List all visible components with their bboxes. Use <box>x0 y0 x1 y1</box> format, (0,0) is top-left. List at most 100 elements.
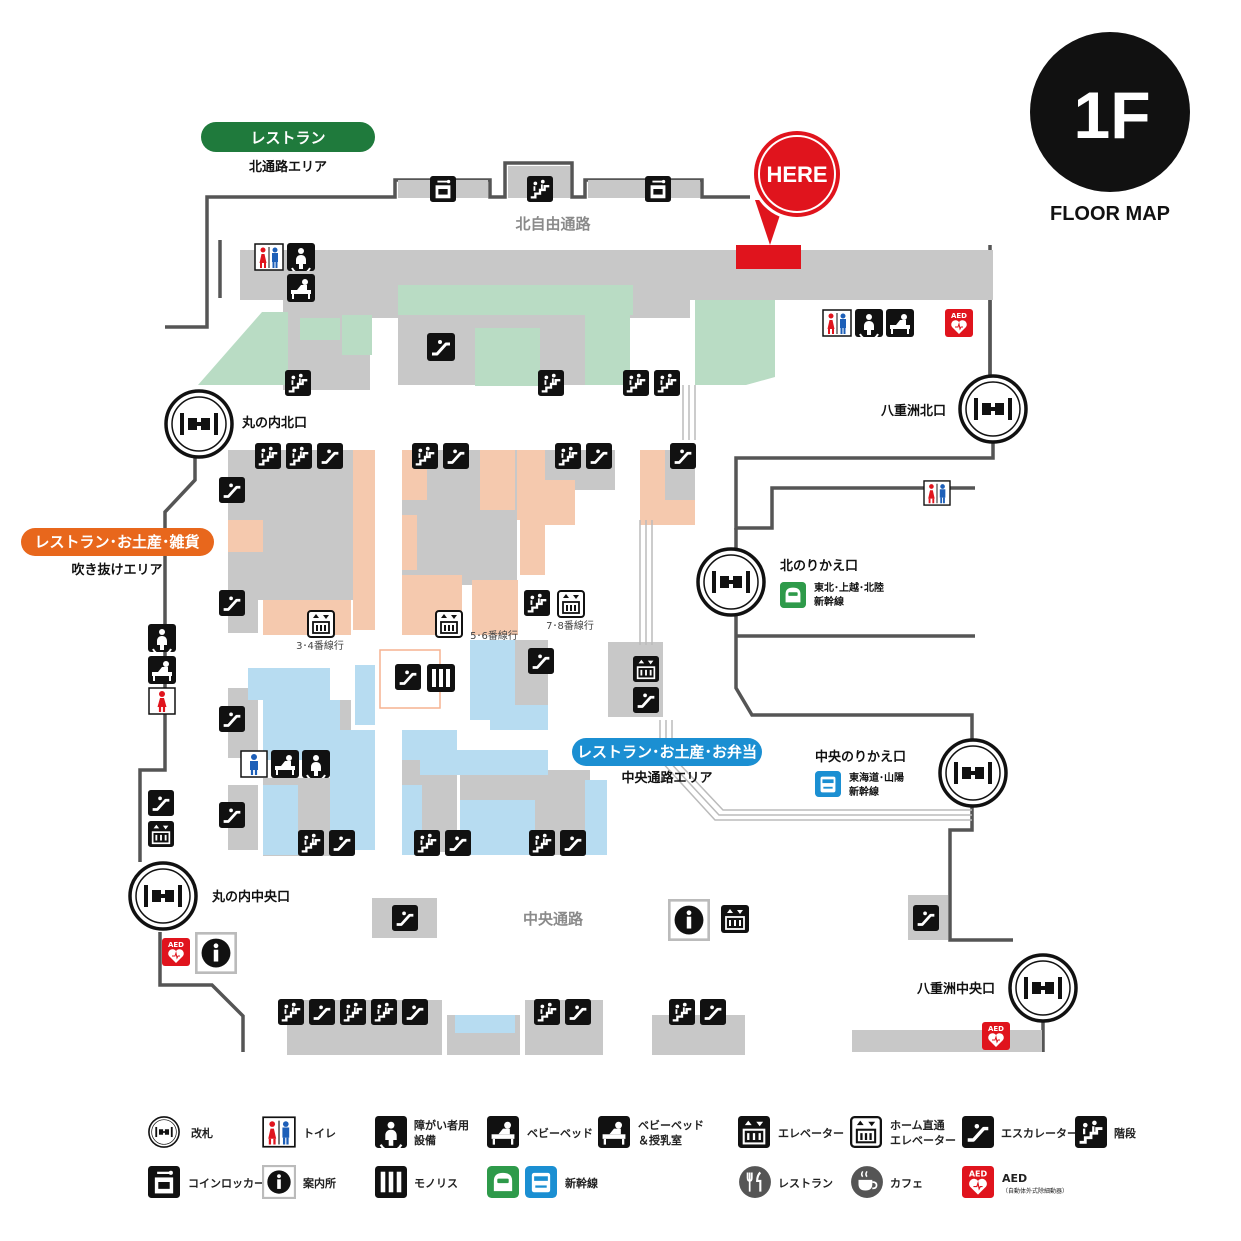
escalator-icon[interactable] <box>586 443 612 469</box>
legend-item: 障がい者用 設備 <box>375 1116 469 1148</box>
escalator-icon[interactable] <box>565 999 591 1025</box>
coin-locker-icon[interactable] <box>645 176 671 202</box>
shinkansen-icon <box>487 1166 519 1198</box>
platform-elevator-icon[interactable] <box>557 590 585 618</box>
escalator-icon[interactable] <box>219 590 245 616</box>
escalator-icon[interactable] <box>317 443 343 469</box>
shinkansen-central-line2: 新幹線 <box>849 785 879 798</box>
shinkansen-north-line1: 東北･上越･北陸 <box>814 581 884 594</box>
escalator-icon[interactable] <box>528 648 554 674</box>
green-shops <box>198 285 775 386</box>
here-pin <box>754 131 840 217</box>
escalator-icon[interactable] <box>913 905 939 931</box>
legend-item: エレベーター <box>738 1116 844 1148</box>
platform-elevator-icon[interactable] <box>307 610 335 638</box>
stairs-icon[interactable] <box>654 370 680 396</box>
monolith-icon <box>375 1166 407 1198</box>
escalator-icon[interactable] <box>329 830 355 856</box>
stairs-icon[interactable] <box>669 999 695 1025</box>
escalator-icon[interactable] <box>560 830 586 856</box>
baby-bed-icon[interactable] <box>271 750 299 778</box>
stairs-icon[interactable] <box>534 999 560 1025</box>
gate-yaesu-central: 八重洲中央口 <box>916 981 995 997</box>
stairs-icon[interactable] <box>298 830 324 856</box>
escalator-icon[interactable] <box>219 802 245 828</box>
escalator-icon[interactable] <box>443 443 469 469</box>
elevator-icon[interactable] <box>633 656 659 682</box>
toilet-icon[interactable] <box>148 687 176 715</box>
toilet-icon[interactable] <box>240 750 268 778</box>
escalator-icon[interactable] <box>633 687 659 713</box>
gate-icon[interactable] <box>958 374 1028 444</box>
platform-elevator-icon[interactable] <box>435 610 463 638</box>
escalator-icon[interactable] <box>309 999 335 1025</box>
elevator-icon[interactable] <box>148 821 174 847</box>
coin-locker-icon[interactable] <box>430 176 456 202</box>
stairs-icon[interactable] <box>371 999 397 1025</box>
gate-icon[interactable] <box>938 738 1008 808</box>
escalator-icon[interactable] <box>402 999 428 1025</box>
escalator-icon[interactable] <box>219 477 245 503</box>
nursing-room-icon <box>598 1116 630 1148</box>
shinkansen-icon <box>780 582 806 608</box>
stairs-icon[interactable] <box>524 590 550 616</box>
gate-icon[interactable] <box>696 547 766 617</box>
baby-bed-icon[interactable] <box>287 274 315 302</box>
stairs-icon[interactable] <box>285 370 311 396</box>
aed-icon[interactable] <box>945 309 973 337</box>
stairs-icon[interactable] <box>286 443 312 469</box>
stairs-icon[interactable] <box>412 443 438 469</box>
legend-item: トイレ <box>262 1116 336 1148</box>
accessible-toilet-icon[interactable] <box>855 309 883 340</box>
information-icon[interactable] <box>195 932 237 974</box>
legend-item: エスカレーター <box>962 1116 1078 1148</box>
escalator-icon[interactable] <box>395 664 421 690</box>
stairs-icon[interactable] <box>278 999 304 1025</box>
legend-label: 新幹線 <box>565 1176 598 1190</box>
escalator-icon[interactable] <box>700 999 726 1025</box>
here-marker: HERE <box>736 128 843 269</box>
accessible-toilet-icon[interactable] <box>148 624 176 655</box>
toilet-icon[interactable] <box>254 243 284 271</box>
legend-label: 障がい者用 <box>414 1118 469 1132</box>
baby-bed-icon[interactable] <box>886 309 914 337</box>
stairs-icon[interactable] <box>340 999 366 1025</box>
escalator-icon[interactable] <box>670 443 696 469</box>
stairs-icon[interactable] <box>255 443 281 469</box>
track-label-7-8: 7･8番線行 <box>546 619 594 632</box>
escalator-icon[interactable] <box>445 830 471 856</box>
stairs-icon[interactable] <box>538 370 564 396</box>
here-text: HERE <box>766 162 827 187</box>
toilet-icon[interactable] <box>923 480 951 506</box>
stairs-icon[interactable] <box>414 830 440 856</box>
escalator-icon[interactable] <box>392 905 418 931</box>
stairs-icon[interactable] <box>527 176 553 202</box>
here-location <box>736 245 801 269</box>
stairs-icon[interactable] <box>623 370 649 396</box>
gate-central-transfer: 中央のりかえ口 <box>815 749 906 765</box>
stairs-icon[interactable] <box>555 443 581 469</box>
toilet-icon[interactable] <box>822 309 852 337</box>
gate-icon[interactable] <box>1008 953 1078 1023</box>
central-label: レストラン･お土産･お弁当 中央通路エリア <box>572 738 762 786</box>
legend-label: トイレ <box>303 1127 336 1140</box>
aed-icon[interactable] <box>162 938 190 966</box>
accessible-toilet-icon[interactable] <box>302 750 330 781</box>
elevator-icon[interactable] <box>721 905 749 933</box>
baby-bed-icon[interactable] <box>148 656 176 684</box>
escalator-icon[interactable] <box>148 790 174 816</box>
accessible-toilet-icon[interactable] <box>287 243 315 274</box>
central-corridor-label: 中央通路 <box>523 910 584 928</box>
monolith-icon[interactable] <box>427 664 455 692</box>
stairs-icon[interactable] <box>529 830 555 856</box>
gate-yaesu-north: 八重洲北口 <box>880 403 946 419</box>
escalator-icon[interactable] <box>219 706 245 732</box>
gate-icon[interactable] <box>164 389 234 459</box>
gate-north-transfer: 北のりかえ口 <box>780 559 858 574</box>
legend-label: エレベーター <box>890 1134 956 1147</box>
gate-icon[interactable] <box>128 861 198 931</box>
escalator-icon[interactable] <box>427 333 455 361</box>
legend: 改札 トイレ 障がい者用 設備 ベビーベッド ベビーベッド ＆授乳室 エレベータ… <box>148 1116 1136 1199</box>
aed-icon[interactable] <box>982 1022 1010 1050</box>
information-icon[interactable] <box>668 899 710 941</box>
